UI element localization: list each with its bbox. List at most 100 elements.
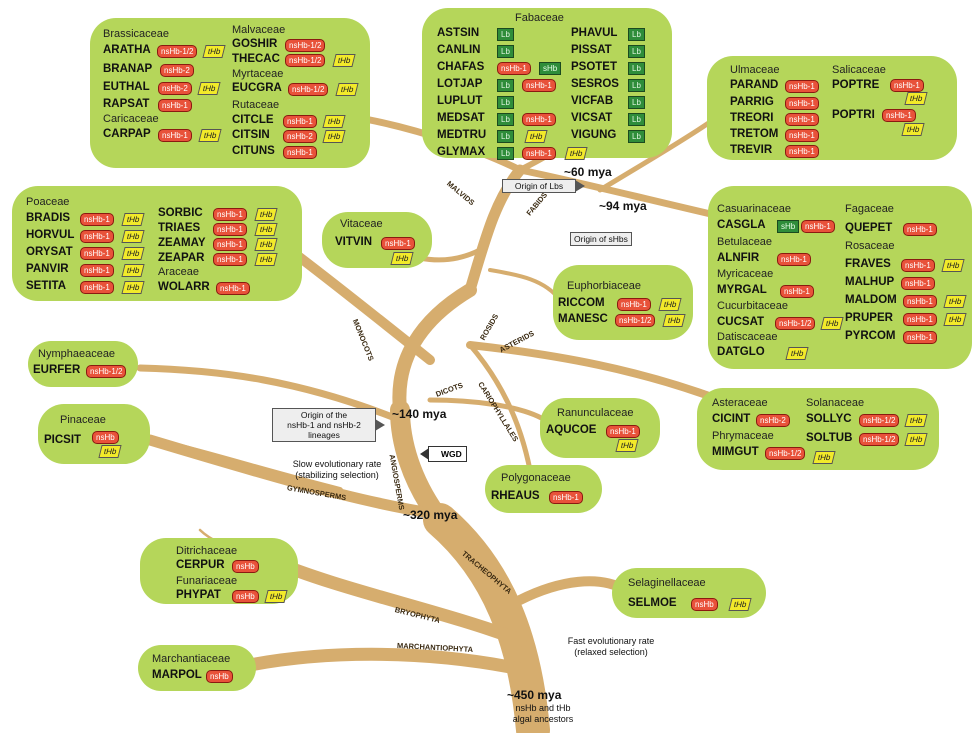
family-label: Ranunculaceae bbox=[557, 407, 634, 419]
species-code: CASGLA bbox=[717, 219, 766, 231]
species-code: MARPOL bbox=[152, 669, 202, 681]
species-code: PHAVUL bbox=[571, 27, 618, 39]
lb-tag: Lb bbox=[497, 96, 514, 109]
fast-rate-line-1: Fast evolutionary rate bbox=[567, 636, 655, 646]
asterids-branch bbox=[466, 341, 724, 404]
species-code: THECAC bbox=[232, 53, 280, 65]
species-code: PICSIT bbox=[44, 434, 82, 446]
thb-tag: tHb bbox=[202, 45, 227, 58]
ancestors-line-1: nsHb and tHb bbox=[515, 703, 571, 713]
thb-tag: tHb bbox=[98, 445, 123, 458]
family-label: Araceae bbox=[158, 266, 199, 278]
lb-tag: Lb bbox=[628, 45, 645, 58]
thb-tag: tHb bbox=[197, 82, 222, 95]
slow-rate-line-2: (stabilizing selection) bbox=[295, 470, 379, 480]
thb-tag: tHb bbox=[658, 298, 683, 311]
species-code: MIMGUT bbox=[712, 446, 759, 458]
family-label: Fagaceae bbox=[845, 203, 894, 215]
species-code: VIGUNG bbox=[571, 129, 617, 141]
nshb-tag: nsHb-1 bbox=[617, 298, 651, 311]
species-code: ARATHA bbox=[103, 44, 151, 56]
thb-tag: tHb bbox=[198, 129, 223, 142]
nshb-tag: nsHb-1 bbox=[80, 247, 114, 260]
marchantiaceae-box bbox=[138, 645, 256, 691]
thb-tag: tHb bbox=[904, 92, 929, 105]
species-code: VICSAT bbox=[571, 112, 613, 124]
nshb-tag: nsHb-2 bbox=[756, 414, 790, 427]
family-label: Casuarinaceae bbox=[717, 203, 791, 215]
euphorbiaceae-branch bbox=[488, 268, 562, 302]
thb-tag: tHb bbox=[264, 590, 289, 603]
thb-tag: tHb bbox=[615, 439, 640, 452]
species-code: ALNFIR bbox=[717, 252, 760, 264]
marchantiophyta-branch bbox=[243, 647, 532, 677]
species-code: LOTJAP bbox=[437, 78, 483, 90]
family-label: Brassicaceae bbox=[103, 28, 170, 40]
shb-tag: sHb bbox=[777, 220, 800, 233]
species-code: MEDTRU bbox=[437, 129, 487, 141]
nshb-tag: nsHb-1 bbox=[606, 425, 640, 438]
species-code: PARRIG bbox=[730, 96, 774, 108]
lb-tag: Lb bbox=[628, 62, 645, 75]
nshb-tag: nsHb bbox=[691, 598, 718, 611]
nshb-tag: nsHb-1 bbox=[785, 129, 819, 142]
species-code: GOSHIR bbox=[232, 38, 278, 50]
nshb-tag: nsHb-1 bbox=[283, 115, 317, 128]
thb-tag: tHb bbox=[785, 347, 810, 360]
ranunculaceae-branch bbox=[427, 397, 548, 423]
lb-tag: Lb bbox=[497, 147, 514, 160]
caryophyllales-branch bbox=[467, 342, 533, 473]
nshb-tag: nsHb-1/2 bbox=[765, 447, 806, 460]
nshb-tag: nsHb-1 bbox=[158, 99, 192, 112]
nshb-tag: nsHb-1 bbox=[80, 281, 114, 294]
species-code: PSOTET bbox=[571, 61, 618, 73]
nshb-tag: nsHb-1 bbox=[901, 259, 935, 272]
nshb-tag: nsHb-1 bbox=[522, 113, 556, 126]
species-code: SELMOE bbox=[628, 597, 677, 609]
thb-tag: tHb bbox=[322, 130, 347, 143]
species-code: CARPAP bbox=[103, 128, 151, 140]
fast-rate-line-2: (relaxed selection) bbox=[574, 647, 648, 657]
nshb-tag: nsHb-1 bbox=[522, 147, 556, 160]
species-code: GLYMAX bbox=[437, 146, 486, 158]
pinaceae-branch bbox=[147, 437, 343, 493]
thb-tag: tHb bbox=[332, 54, 357, 67]
family-label: Selaginellaceae bbox=[628, 577, 706, 589]
species-code: VITVIN bbox=[335, 236, 373, 248]
thb-tag: tHb bbox=[941, 259, 966, 272]
thb-tag: tHb bbox=[254, 238, 279, 251]
thb-tag: tHb bbox=[728, 598, 753, 611]
family-label: Asteraceae bbox=[712, 397, 768, 409]
nshb-tag: nsHb-1 bbox=[801, 220, 835, 233]
nshb-tag: nsHb-1 bbox=[777, 253, 811, 266]
nshb-tag: nsHb bbox=[206, 670, 233, 683]
polygonaceae-box bbox=[485, 465, 602, 513]
nshb-tag: nsHb-1 bbox=[213, 223, 247, 236]
nshb-tag: nsHb-1 bbox=[901, 277, 935, 290]
family-label: Datiscaceae bbox=[717, 331, 778, 343]
nshb-tag: nsHb-1 bbox=[903, 295, 937, 308]
nshb-tag: nsHb-1 bbox=[213, 238, 247, 251]
node-60mya: ~60 mya bbox=[564, 165, 612, 179]
nshb-tag: nsHb-1 bbox=[785, 145, 819, 158]
species-code: PARAND bbox=[730, 79, 779, 91]
nshb-tag: nsHb-1 bbox=[780, 285, 814, 298]
species-code: CUCSAT bbox=[717, 316, 765, 328]
species-code: CICINT bbox=[712, 413, 751, 425]
family-label: Malvaceae bbox=[232, 24, 286, 36]
species-code: RICCOM bbox=[558, 297, 605, 309]
family-label: Euphorbiaceae bbox=[567, 280, 642, 292]
thb-tag: tHb bbox=[254, 208, 279, 221]
monocots-branch bbox=[285, 245, 435, 365]
fabids-branch bbox=[516, 166, 719, 219]
species-code: ZEAMAY bbox=[158, 237, 206, 249]
species-code: QUEPET bbox=[845, 222, 893, 234]
species-code: DATGLO bbox=[717, 346, 765, 358]
nymphaeaceae-branch bbox=[136, 364, 404, 424]
family-label: Rosaceae bbox=[845, 240, 895, 252]
ancestors-note: nsHb and tHb algal ancestors bbox=[493, 703, 593, 725]
ranunculaceae-box bbox=[540, 398, 660, 458]
family-label: Fabaceae bbox=[515, 12, 564, 24]
family-label: Betulaceae bbox=[717, 236, 773, 248]
